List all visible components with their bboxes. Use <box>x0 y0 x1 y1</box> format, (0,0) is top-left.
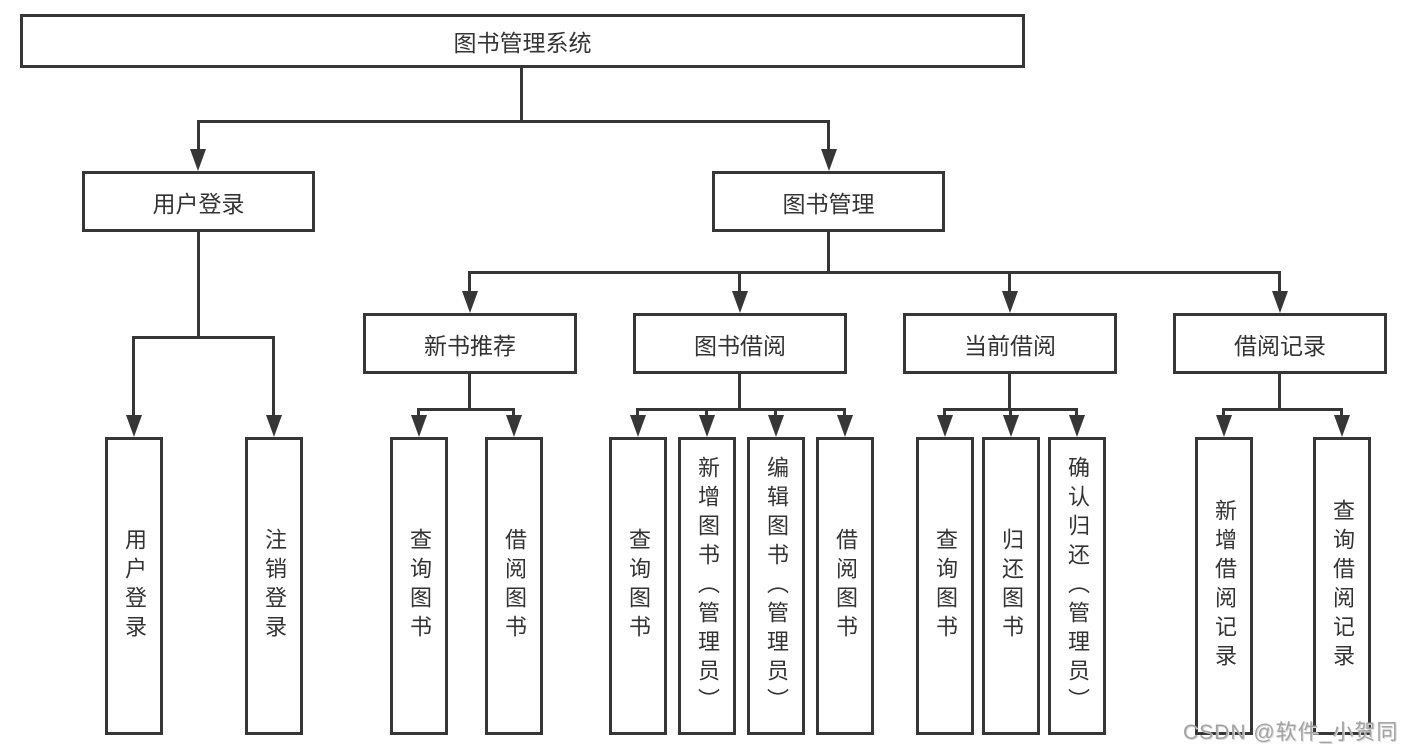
arrow-down-icon <box>630 415 646 437</box>
arrow-down-icon <box>1272 291 1288 313</box>
leaf-query-book: 查询图书 <box>390 437 448 735</box>
connector-arrow-line <box>827 120 830 150</box>
connector-arrow-line <box>1222 408 1225 417</box>
node-book-management: 图书管理 <box>712 171 945 232</box>
connector-arrow-line <box>774 408 777 417</box>
connector-arrow-line <box>636 408 639 417</box>
connector-arrow-line <box>738 271 741 293</box>
connector-arrow-line <box>1009 408 1012 417</box>
connector-userlogin-trunk <box>197 232 200 339</box>
node-current-borrow: 当前借阅 <box>903 313 1117 374</box>
arrow-down-icon <box>506 415 522 437</box>
connector-bookmgmt-trunk <box>827 232 830 274</box>
connector-arrow-line <box>417 408 420 417</box>
node-user-login: 用户登录 <box>82 171 315 232</box>
connector-newbook-distributor <box>417 408 515 411</box>
leaf-query-book: 查询图书 <box>916 437 974 735</box>
connector-arrow-line <box>512 408 515 417</box>
connector-arrow-line <box>1278 271 1281 293</box>
connector-newbook-trunk <box>468 374 471 411</box>
connector-level3-distributor <box>468 271 1281 274</box>
arrow-down-icon <box>821 149 837 171</box>
watermark: CSDN @软件_小贺同学 <box>1183 721 1399 744</box>
node-borrow-record: 借阅记录 <box>1173 313 1387 374</box>
connector-arrow-line <box>272 336 275 417</box>
arrow-down-icon <box>1069 415 1085 437</box>
leaf-confirm-return-admin: 确认归还（管理员） <box>1048 437 1106 735</box>
arrow-down-icon <box>411 415 427 437</box>
arrow-down-icon <box>1334 415 1350 437</box>
arrow-down-icon <box>1216 415 1232 437</box>
connector-arrow-line <box>468 271 471 293</box>
arrow-down-icon <box>190 149 206 171</box>
leaf-query-borrow-record: 查询借阅记录 <box>1313 437 1371 735</box>
leaf-edit-book-admin: 编辑图书（管理员） <box>747 437 805 735</box>
arrow-down-icon <box>1002 291 1018 313</box>
leaf-add-borrow-record: 新增借阅记录 <box>1195 437 1253 735</box>
node-root-library-system: 图书管理系统 <box>20 14 1025 68</box>
connector-arrow-line <box>705 408 708 417</box>
connector-userlogin-distributor <box>132 336 275 339</box>
connector-arrow-line <box>1008 271 1011 293</box>
connector-borrowrecord-distributor <box>1222 408 1343 411</box>
node-new-book-recommend: 新书推荐 <box>363 313 577 374</box>
arrow-down-icon <box>266 415 282 437</box>
connector-arrow-line <box>843 408 846 417</box>
connector-arrow-line <box>1075 408 1078 417</box>
connector-level2-distributor <box>197 120 830 123</box>
arrow-down-icon <box>126 415 142 437</box>
connector-bookborrow-distributor <box>636 408 846 411</box>
leaf-query-book: 查询图书 <box>609 437 667 735</box>
arrow-down-icon <box>937 415 953 437</box>
leaf-borrow-book: 借阅图书 <box>485 437 543 735</box>
arrow-down-icon <box>837 415 853 437</box>
leaf-return-book: 归还图书 <box>982 437 1040 735</box>
connector-arrow-line <box>1340 408 1343 417</box>
connector-arrow-line <box>197 120 200 150</box>
arrow-down-icon <box>768 415 784 437</box>
leaf-user-login: 用户登录 <box>105 437 163 735</box>
leaf-add-book-admin: 新增图书（管理员） <box>678 437 736 735</box>
arrow-down-icon <box>462 291 478 313</box>
connector-currentborrow-trunk <box>1008 374 1011 411</box>
leaf-borrow-book: 借阅图书 <box>816 437 874 735</box>
arrow-down-icon <box>732 291 748 313</box>
connector-borrowrecord-trunk <box>1278 374 1281 411</box>
arrow-down-icon <box>699 415 715 437</box>
connector-arrow-line <box>132 336 135 417</box>
connector-root-trunk <box>520 68 523 123</box>
connector-arrow-line <box>943 408 946 417</box>
leaf-logout: 注销登录 <box>245 437 303 735</box>
connector-bookborrow-trunk <box>738 374 741 411</box>
node-book-borrow: 图书借阅 <box>633 313 847 374</box>
arrow-down-icon <box>1003 415 1019 437</box>
